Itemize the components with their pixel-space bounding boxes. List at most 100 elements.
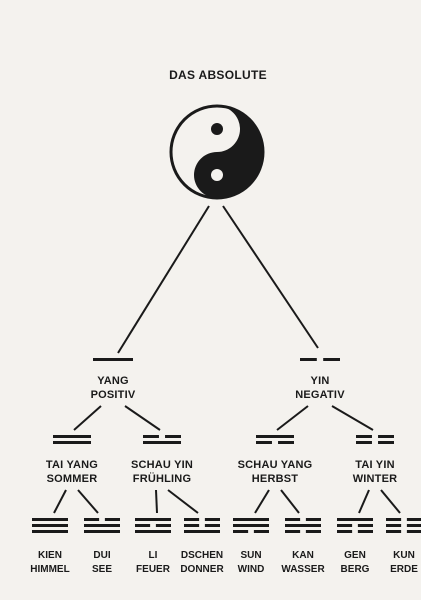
season-node-3-meaning: WINTER xyxy=(353,473,398,485)
yin-line-right xyxy=(165,435,181,438)
season-node-0-meaning: SOMMER xyxy=(47,473,98,485)
connector-level2-level3 xyxy=(358,489,370,514)
yang-line xyxy=(285,524,321,527)
trigram-node-0-name: KIEN xyxy=(38,550,62,561)
yang-line xyxy=(53,441,91,444)
yin-line-left xyxy=(135,524,151,527)
yang-line xyxy=(32,524,68,527)
trigram-node-5-meaning: WASSER xyxy=(281,564,325,575)
yin-line-left xyxy=(337,530,353,533)
yin-line-left xyxy=(285,518,301,521)
yang-line xyxy=(53,435,91,438)
trigram-node-3-symbol xyxy=(184,518,220,533)
season-node-1-symbol xyxy=(143,435,181,444)
yin-line-right xyxy=(104,518,120,521)
yin-line-right xyxy=(155,524,171,527)
connector-level2-level3 xyxy=(155,489,158,514)
trigram-node-7-meaning: ERDE xyxy=(390,564,418,575)
yang-line xyxy=(32,518,68,521)
yin-line-left xyxy=(256,441,272,444)
season-node-3-name: TAI YIN xyxy=(355,459,395,471)
trigram-node-6-meaning: BERG xyxy=(341,564,370,575)
yin-line-right xyxy=(204,524,220,527)
trigram-node-4-symbol xyxy=(233,518,269,533)
trigram-node-4-name: SUN xyxy=(240,550,261,561)
yang-line xyxy=(233,524,269,527)
yin-line-right xyxy=(323,358,340,361)
yin-line-left xyxy=(233,530,249,533)
trigram-node-7-symbol xyxy=(386,518,421,533)
yang-node-name: YANG xyxy=(97,375,129,387)
trigram-node-0-meaning: HIMMEL xyxy=(30,564,69,575)
yin-line-left xyxy=(184,524,200,527)
trigram-node-2-symbol xyxy=(135,518,171,533)
yin-line-right xyxy=(406,530,421,533)
trigram-node-6: GEN BERG xyxy=(337,518,373,575)
trigram-node-1-meaning: SEE xyxy=(92,564,112,575)
yang-line xyxy=(135,518,171,521)
yin-line-left xyxy=(356,441,372,444)
trigram-node-1-symbol xyxy=(84,518,120,533)
season-node-2-symbol xyxy=(256,435,294,444)
season-node-1-meaning: FRÜHLING xyxy=(133,472,191,485)
trigram-node-6-name: GEN xyxy=(344,550,366,561)
connector-level1-level2 xyxy=(73,405,102,431)
connector-level1-level2 xyxy=(331,405,374,431)
connector-level1-level2 xyxy=(124,405,161,431)
trigram-node-2-meaning: FEUER xyxy=(136,564,171,575)
yin-line-right xyxy=(305,518,321,521)
yin-line-left xyxy=(386,530,402,533)
yang-node-meaning: POSITIV xyxy=(91,389,136,401)
yin-node-name: YIN xyxy=(311,375,330,387)
season-node-0-symbol xyxy=(53,435,91,444)
trigram-node-2-name: LI xyxy=(149,550,158,561)
trigram-node-6-symbol xyxy=(337,518,373,533)
season-node-2: SCHAU YANG HERBST xyxy=(238,435,313,485)
yin-line-left xyxy=(143,435,159,438)
yang-line xyxy=(135,530,171,533)
yin-line-right xyxy=(204,518,220,521)
yin-line-right xyxy=(253,530,269,533)
season-node-2-name: SCHAU YANG xyxy=(238,459,313,471)
yin-line-right xyxy=(378,441,394,444)
yin-line-left xyxy=(386,524,402,527)
trigram-node-4: SUN WIND xyxy=(233,518,269,575)
season-node-3: TAI YIN WINTER xyxy=(353,435,398,485)
season-node-2-meaning: HERBST xyxy=(252,473,299,485)
yin-yang-icon xyxy=(169,104,265,200)
yang-line xyxy=(84,530,120,533)
yang-node-symbol xyxy=(93,358,133,361)
connector-level2-level3 xyxy=(254,489,270,514)
connector-level2-level3 xyxy=(380,489,401,514)
yang-line xyxy=(337,518,373,521)
yang-line xyxy=(256,435,294,438)
yin-line-right xyxy=(278,441,294,444)
connector-level1-level2 xyxy=(276,405,309,431)
yin-line-right xyxy=(378,435,394,438)
yin-line-right xyxy=(357,530,373,533)
yin-line-left xyxy=(84,518,100,521)
trigram-node-5-symbol xyxy=(285,518,321,533)
season-node-3-symbol xyxy=(356,435,394,444)
yin-line-right xyxy=(305,530,321,533)
yin-line-left xyxy=(356,435,372,438)
connector-level2-level3 xyxy=(53,489,67,514)
yang-line xyxy=(143,441,181,444)
yin-line-right xyxy=(406,518,421,521)
yin-node-meaning: NEGATIV xyxy=(295,389,345,401)
connector-absolute-yang xyxy=(117,205,210,354)
connector-absolute-yin xyxy=(222,205,319,349)
season-node-1-name: SCHAU YIN xyxy=(131,459,193,471)
yang-line xyxy=(84,524,120,527)
trigram-node-2: LI FEUER xyxy=(135,518,171,575)
diagram-title: DAS ABSOLUTE xyxy=(169,68,267,82)
yin-line-left xyxy=(300,358,317,361)
trigram-node-0: KIEN HIMMEL xyxy=(30,518,70,575)
trigram-node-4-meaning: WIND xyxy=(238,564,265,575)
yin-line-left xyxy=(184,518,200,521)
